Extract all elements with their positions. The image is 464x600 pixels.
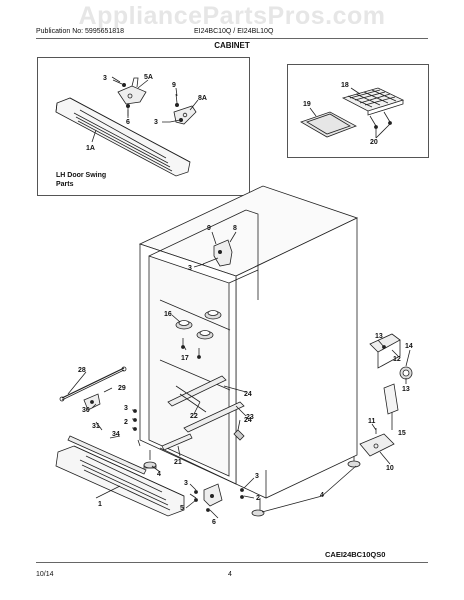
footer-date: 10/14: [36, 571, 54, 578]
callout-13: 13: [402, 386, 410, 393]
callout-4: 4: [320, 492, 324, 499]
hinge-pin-15: [383, 383, 399, 415]
callout-16: 16: [164, 311, 172, 318]
callout-6: 6: [126, 119, 130, 126]
callout-13: 13: [375, 333, 383, 340]
hinge-bracket-8a: [173, 105, 197, 125]
callout-24: 24: [244, 417, 252, 424]
callout-28: 28: [78, 367, 86, 374]
callout-3: 3: [255, 473, 259, 480]
door-stop-12-13: [369, 333, 401, 369]
callout-1a: 1A: [86, 145, 95, 152]
callout-23: 23: [246, 414, 254, 421]
callout-31: 31: [92, 423, 100, 430]
trim-34: [67, 435, 147, 475]
glass-shelf-19: [300, 111, 357, 138]
cable-28: [59, 366, 127, 402]
section-title: CABINET: [214, 41, 250, 50]
callout-11: 11: [368, 418, 376, 425]
crisper-grille-18: [341, 87, 405, 116]
callout-30: 30: [82, 407, 90, 414]
publication-number: Publication No: 5995651818: [36, 28, 124, 35]
bracket-30-31: [83, 393, 101, 411]
footer-rule: [36, 562, 428, 563]
screws-3-2: [133, 409, 141, 447]
inset-caption-line1: LH Door Swing: [56, 172, 107, 179]
callout-22: 22: [190, 413, 198, 420]
callout-8: 8: [233, 225, 237, 232]
hinge-bracket-5a: [117, 77, 147, 105]
callout-21: 21: [174, 459, 182, 466]
callout-2: 2: [124, 419, 128, 426]
bottom-hinge-5: [203, 483, 223, 507]
callout-3: 3: [188, 265, 192, 272]
callout-20: 20: [370, 139, 378, 146]
footer-page: 4: [228, 571, 232, 578]
leveling-leg-front-right: [251, 498, 265, 517]
lh-kickplate-1a: [55, 97, 191, 177]
callout-34: 34: [112, 431, 120, 438]
callout-1: 1: [98, 501, 102, 508]
cam-14: [399, 366, 413, 380]
shelf-support-16: [175, 310, 222, 340]
inset-crisper-parts: [287, 64, 429, 158]
callout-3: 3: [124, 405, 128, 412]
callout-14: 14: [405, 343, 413, 350]
callout-9: 9: [207, 225, 211, 232]
callout-29: 29: [118, 385, 126, 392]
callout-18: 18: [341, 82, 349, 89]
drawer-slides: [167, 375, 245, 441]
top-hinge-8: [207, 239, 233, 267]
callout-3: 3: [184, 480, 188, 487]
callout-5: 5: [180, 505, 184, 512]
inset-caption-line2: Parts: [56, 181, 74, 188]
kickplate-1: [55, 445, 185, 517]
callout-9: 9: [172, 82, 176, 89]
leveling-leg-left: [143, 450, 157, 469]
callout-5a: 5A: [144, 74, 153, 81]
callout-10: 10: [386, 465, 394, 472]
callout-6: 6: [212, 519, 216, 526]
bottom-hinge-10: [359, 428, 395, 457]
callout-3: 3: [103, 75, 107, 82]
callout-24: 24: [244, 391, 252, 398]
shelf-supports-20: [369, 111, 392, 129]
header-rule: [36, 38, 428, 39]
model-numbers: EI24BC10Q / EI24BL10Q: [194, 28, 274, 35]
callout-17: 17: [181, 355, 189, 362]
callout-12: 12: [393, 356, 401, 363]
callout-3: 3: [154, 119, 158, 126]
cabinet-body: [138, 185, 359, 499]
watermark: AppliancePartsPros.com: [78, 2, 386, 30]
callout-15: 15: [398, 430, 406, 437]
callout-2: 2: [256, 495, 260, 502]
diagram-code: CAEI24BC10QS0: [325, 550, 386, 559]
callout-8a: 8A: [198, 95, 207, 102]
callout-4: 4: [157, 471, 161, 478]
callout-19: 19: [303, 101, 311, 108]
leveling-leg-right: [347, 456, 361, 468]
inset-lh-door-parts: [37, 57, 250, 196]
